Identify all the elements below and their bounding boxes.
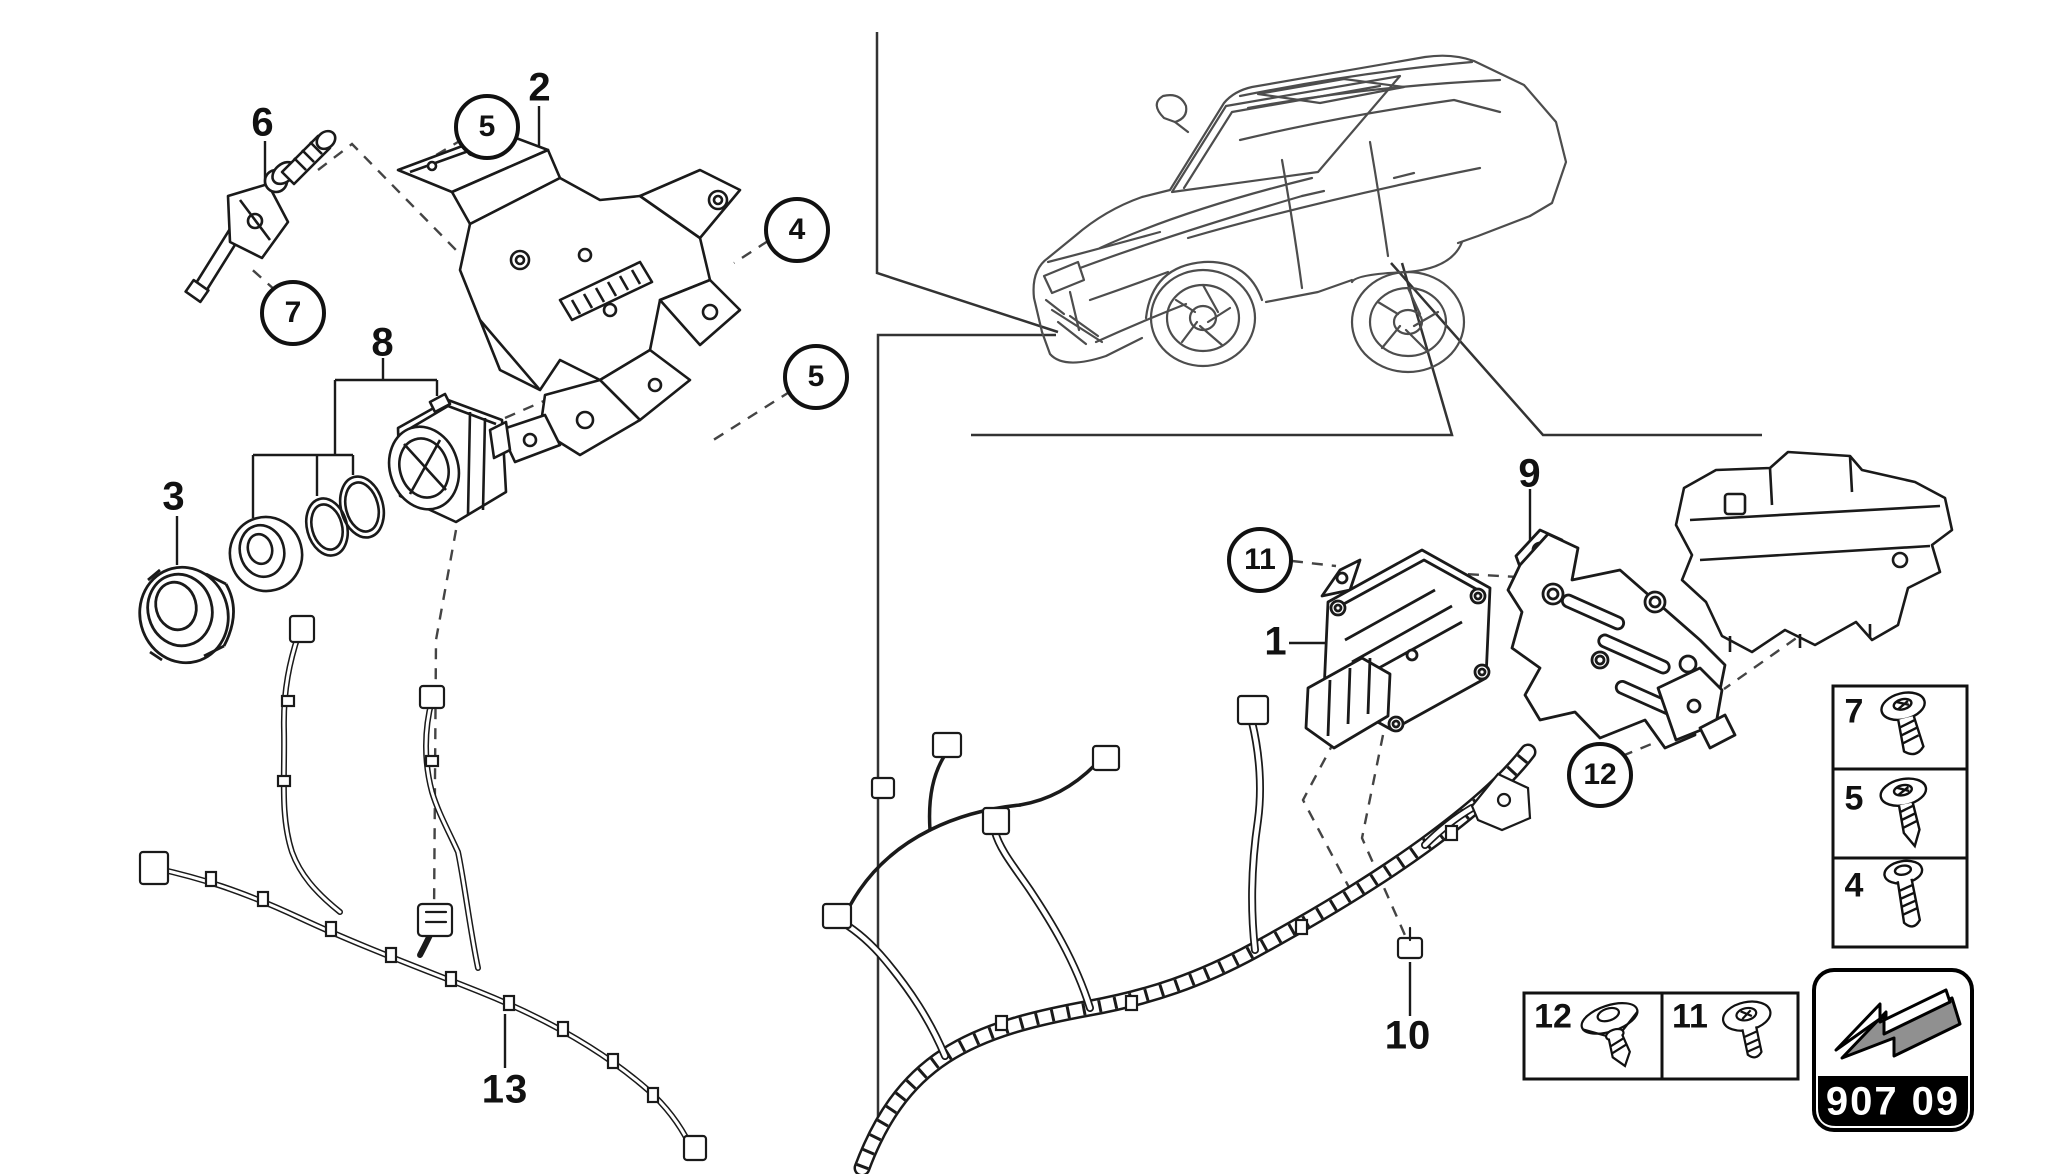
callout-circle-7: 7 bbox=[260, 280, 326, 346]
callout-text: 5 bbox=[478, 110, 496, 143]
sensor-6-drawing bbox=[184, 129, 337, 304]
arrow-icon bbox=[1834, 988, 1962, 1060]
screw-5-icon bbox=[1879, 777, 1928, 849]
part-label-1: 1 bbox=[1264, 619, 1288, 664]
ecu-1-drawing bbox=[1304, 548, 1492, 750]
screw-11-icon bbox=[1721, 1000, 1772, 1059]
legend-clip-box bbox=[1522, 991, 1800, 1081]
callout-text: 4 bbox=[788, 213, 806, 246]
car-sketch bbox=[1032, 54, 1568, 374]
part-label-2: 2 bbox=[528, 65, 552, 110]
callout-circle-5-upper: 5 bbox=[454, 94, 520, 160]
callout-circle-5-mid: 5 bbox=[783, 344, 849, 410]
legend-clip-11-label: 11 bbox=[1672, 997, 1708, 1036]
part-label-6: 6 bbox=[251, 100, 275, 145]
legend-clip-12-label: 12 bbox=[1534, 997, 1572, 1036]
screw-7-icon bbox=[1880, 691, 1926, 756]
part-label-9: 9 bbox=[1518, 451, 1542, 496]
part-label-10: 10 bbox=[1384, 1013, 1432, 1058]
page-badge bbox=[1812, 968, 1974, 1132]
legend-screw-4-label: 4 bbox=[1844, 866, 1864, 905]
lens-rings-drawing bbox=[228, 475, 386, 593]
camera-8-drawing bbox=[387, 392, 512, 524]
section-divider-lines bbox=[875, 32, 1762, 1117]
bezel-3-drawing bbox=[138, 565, 235, 665]
callout-text: 7 bbox=[284, 296, 302, 329]
page-code-badge-text: 907 09 bbox=[1825, 1079, 1961, 1124]
bumper-harness-13-drawing bbox=[138, 614, 708, 1162]
support-bracket-drawing bbox=[1674, 450, 1954, 654]
callout-text: 5 bbox=[807, 360, 825, 393]
screw-4-icon bbox=[1883, 859, 1924, 928]
callout-circle-11: 11 bbox=[1227, 527, 1293, 593]
legend-screw-5-label: 5 bbox=[1844, 779, 1864, 818]
callout-circle-4: 4 bbox=[764, 197, 830, 263]
callout-text: 12 bbox=[1583, 758, 1617, 791]
legend-screw-boxes bbox=[1831, 684, 1969, 949]
part-label-13: 13 bbox=[481, 1067, 529, 1112]
rivet-12-icon bbox=[1580, 1002, 1639, 1068]
bracket-9-drawing bbox=[1506, 528, 1737, 750]
callout-text: 11 bbox=[1244, 543, 1276, 576]
engine-harness-10-drawing bbox=[821, 694, 1537, 1174]
part-label-3: 3 bbox=[162, 474, 186, 519]
legend-screw-7-label: 7 bbox=[1844, 692, 1864, 731]
callout-circle-12: 12 bbox=[1567, 742, 1633, 808]
part-label-8: 8 bbox=[371, 320, 395, 365]
